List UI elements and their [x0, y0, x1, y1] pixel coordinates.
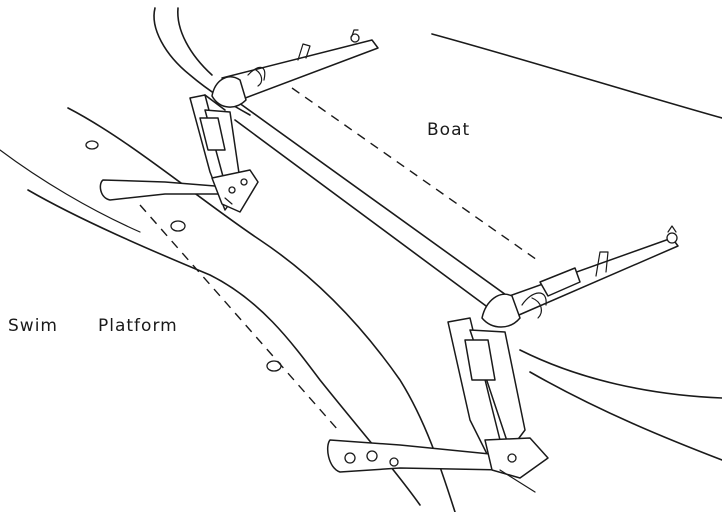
alignment-line-upper — [291, 87, 541, 263]
upper-mount-bracket — [99, 29, 379, 213]
platform-hole-2 — [170, 220, 186, 232]
platform-label: Platform — [98, 316, 178, 336]
lower-mount-bracket — [327, 225, 679, 493]
swim-label: Swim — [8, 316, 58, 336]
boat-label: Boat — [427, 120, 471, 140]
platform-hole-1 — [85, 140, 99, 150]
alignment-line-lower — [139, 204, 339, 431]
ladder-rail — [204, 94, 521, 321]
